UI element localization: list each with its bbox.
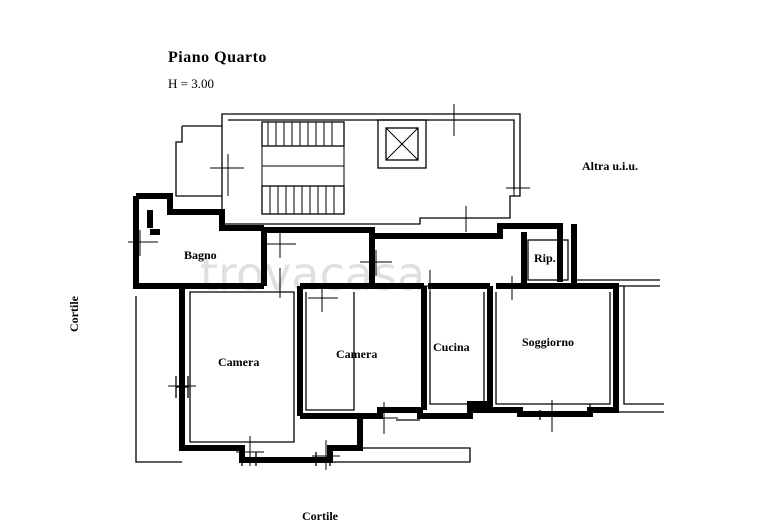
room-label-rip: Rip. xyxy=(534,251,556,265)
room-label-camera-2: Camera xyxy=(336,347,377,361)
height-note: H = 3.00 xyxy=(168,76,214,91)
stair-core xyxy=(175,104,530,232)
watermark: trovacasa xyxy=(200,247,425,301)
room-label-camera-1: Camera xyxy=(218,355,259,369)
neighbor-label: Altra u.i.u. xyxy=(582,159,638,173)
apartment-walls xyxy=(128,193,664,470)
room-label-cucina: Cucina xyxy=(433,340,470,354)
plan-title: Piano Quarto xyxy=(168,49,267,66)
courtyard-label-bottom: Cortile xyxy=(302,509,339,523)
room-label-bagno: Bagno xyxy=(184,248,217,262)
room-label-soggiorno: Soggiorno xyxy=(522,335,574,349)
courtyard-label-left: Cortile xyxy=(67,295,81,332)
